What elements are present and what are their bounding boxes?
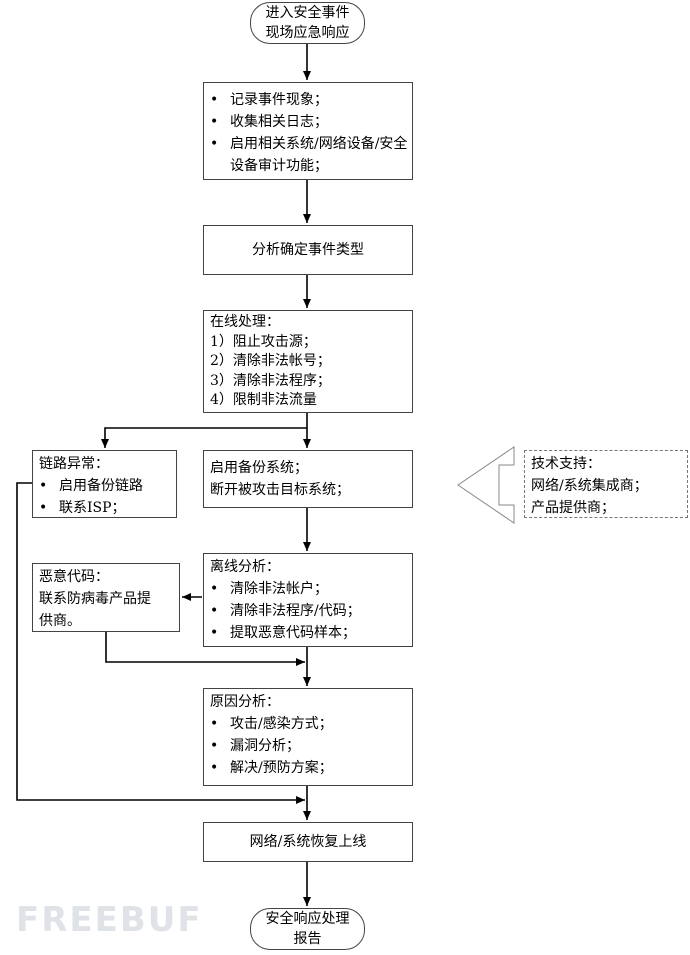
online-item: 4）限制非法流量 bbox=[210, 392, 317, 408]
online-title: 在线处理： bbox=[210, 314, 280, 330]
backup-box: 启用备份系统； 断开被攻击目标系统； bbox=[203, 450, 413, 508]
online-item: 3）清除非法程序； bbox=[210, 372, 331, 389]
link-item: 联系ISP； bbox=[33, 497, 176, 519]
end-line-2: 报告 bbox=[293, 931, 322, 947]
record-item: 收集相关日志； bbox=[204, 111, 412, 133]
offline-item: 清除非法帐户； bbox=[204, 578, 412, 600]
online-box: 在线处理： 1）阻止攻击源； 2）清除非法帐号； 3）清除非法程序； 4）限制非… bbox=[203, 310, 413, 413]
end-node: 安全响应处理 报告 bbox=[250, 908, 365, 950]
support-box: 技术支持： 网络/系统集成商； 产品提供商； bbox=[524, 450, 688, 518]
offline-title: 离线分析： bbox=[210, 559, 280, 575]
online-item: 1）阻止攻击源； bbox=[210, 333, 317, 350]
support-line: 网络/系统集成商； bbox=[531, 478, 648, 494]
cause-item: 攻击/感染方式； bbox=[204, 713, 412, 735]
cause-item: 解决/预防方案； bbox=[204, 757, 412, 779]
link-box: 链路异常： 启用备份链路 联系ISP； bbox=[32, 450, 177, 519]
cause-item: 漏洞分析； bbox=[204, 735, 412, 757]
offline-box: 离线分析： 清除非法帐户； 清除非法程序/代码； 提取恶意代码样本； bbox=[203, 553, 413, 647]
start-node: 进入安全事件 现场应急响应 bbox=[250, 2, 365, 44]
malware-line: 供商。 bbox=[39, 613, 81, 629]
record-item: 记录事件现象； bbox=[204, 89, 412, 111]
recover-text: 网络/系统恢复上线 bbox=[249, 834, 367, 850]
cause-title: 原因分析： bbox=[210, 694, 280, 710]
backup-line: 断开被攻击目标系统； bbox=[210, 482, 350, 498]
start-line-2: 现场应急响应 bbox=[265, 25, 350, 41]
malware-box: 恶意代码： 联系防病毒产品提 供商。 bbox=[32, 563, 180, 632]
offline-item: 提取恶意代码样本； bbox=[204, 622, 412, 644]
arrow-online-to-link bbox=[101, 427, 307, 448]
watermark-logo: FREEBUF bbox=[16, 900, 203, 940]
recover-box: 网络/系统恢复上线 bbox=[203, 822, 413, 862]
support-line: 产品提供商； bbox=[531, 500, 615, 516]
start-line-1: 进入安全事件 bbox=[265, 5, 350, 21]
offline-item: 清除非法程序/代码； bbox=[204, 600, 412, 622]
arrow-malware-merge bbox=[105, 632, 305, 666]
analyze-type-box: 分析确定事件类型 bbox=[203, 225, 413, 275]
cause-box: 原因分析： 攻击/感染方式； 漏洞分析； 解决/预防方案； bbox=[203, 688, 413, 786]
analyze-type-text: 分析确定事件类型 bbox=[252, 242, 364, 258]
backup-line: 启用备份系统； bbox=[210, 460, 308, 476]
record-box: 记录事件现象； 收集相关日志； 启用相关系统/网络设备/安全设备审计功能； bbox=[203, 82, 413, 180]
arrow-link-merge bbox=[16, 482, 305, 804]
malware-line: 联系防病毒产品提 bbox=[39, 591, 151, 607]
support-line: 技术支持： bbox=[531, 456, 601, 472]
link-title: 链路异常： bbox=[39, 456, 109, 472]
online-item: 2）清除非法帐号； bbox=[210, 353, 331, 369]
end-line-1: 安全响应处理 bbox=[265, 911, 350, 927]
link-item: 启用备份链路 bbox=[33, 475, 176, 497]
record-item: 启用相关系统/网络设备/安全设备审计功能； bbox=[204, 133, 412, 177]
hollow-arrow-support bbox=[457, 446, 515, 524]
malware-line: 恶意代码： bbox=[39, 569, 109, 585]
